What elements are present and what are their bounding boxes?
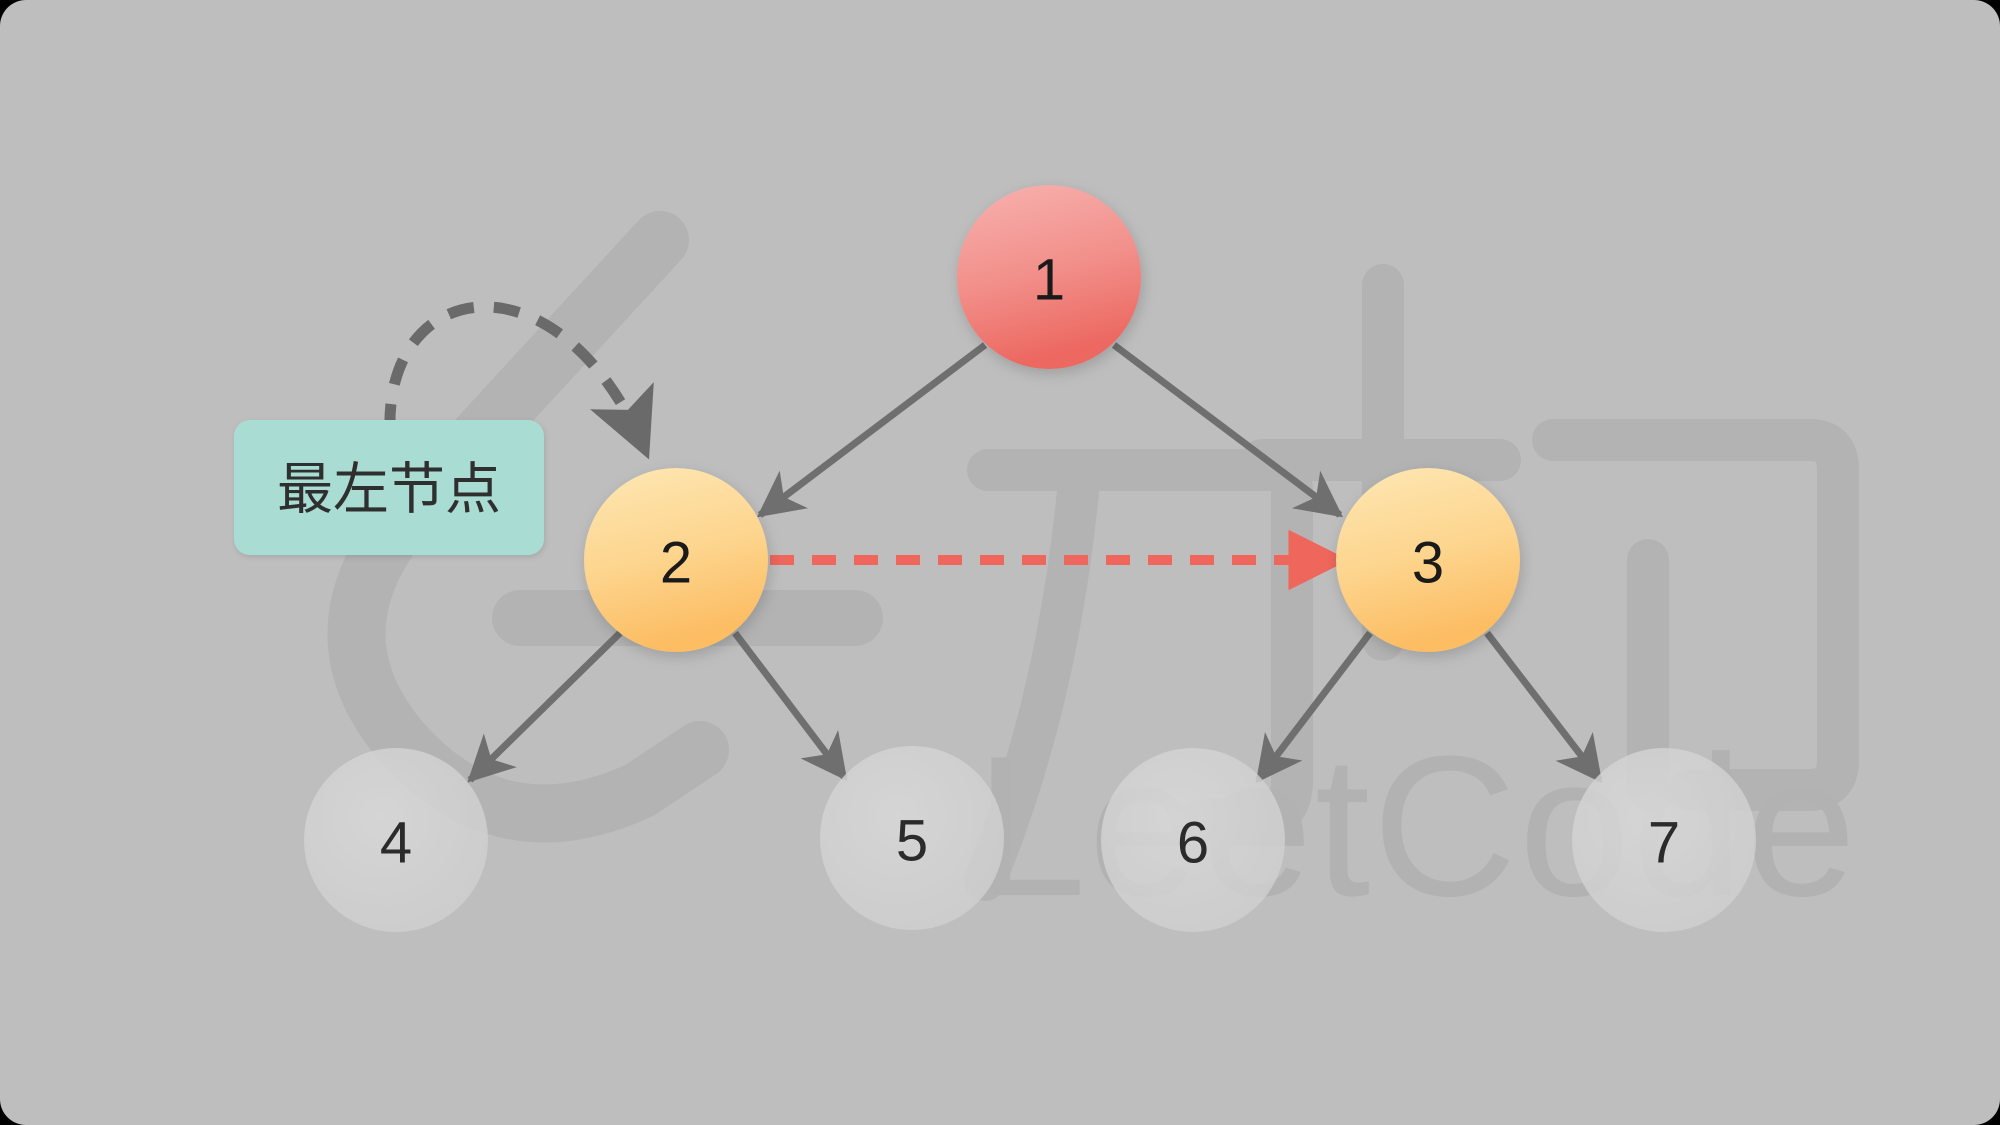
edge-1-to-2: [756, 342, 988, 518]
node-3-value: 3: [1412, 531, 1444, 596]
edge-2-to-5: [732, 630, 848, 782]
node-7[interactable]: 7: [1572, 748, 1756, 932]
leftmost-node-label[interactable]: 最左节点: [234, 420, 544, 555]
edge-1-to-3: [1111, 342, 1344, 518]
node-2[interactable]: 2: [584, 468, 768, 652]
node-4[interactable]: 4: [304, 748, 488, 932]
edge-3-to-6: [1255, 630, 1373, 784]
node-5[interactable]: 5: [820, 746, 1004, 930]
node-6-value: 6: [1177, 811, 1209, 876]
faded-nodes-layer: 4 5 6 7: [304, 746, 1756, 932]
edge-3-to-7: [1484, 630, 1603, 783]
leftmost-node-label-box: [234, 420, 544, 555]
node-1[interactable]: 1: [957, 185, 1141, 369]
edges-layer: [467, 342, 1603, 784]
node-3[interactable]: 3: [1336, 468, 1520, 652]
node-2-value: 2: [660, 531, 692, 596]
active-nodes-layer: 1 2 3: [584, 185, 1520, 652]
node-5-value: 5: [896, 809, 928, 874]
node-6[interactable]: 6: [1101, 748, 1285, 932]
leftmost-node-label-text: 最左节点: [277, 458, 501, 523]
node-7-value: 7: [1648, 811, 1680, 876]
node-4-value: 4: [380, 811, 412, 876]
pointer-arc-to-node-2: [384, 301, 654, 460]
edge-2-to-4: [467, 630, 623, 783]
node-1-value: 1: [1033, 248, 1065, 313]
